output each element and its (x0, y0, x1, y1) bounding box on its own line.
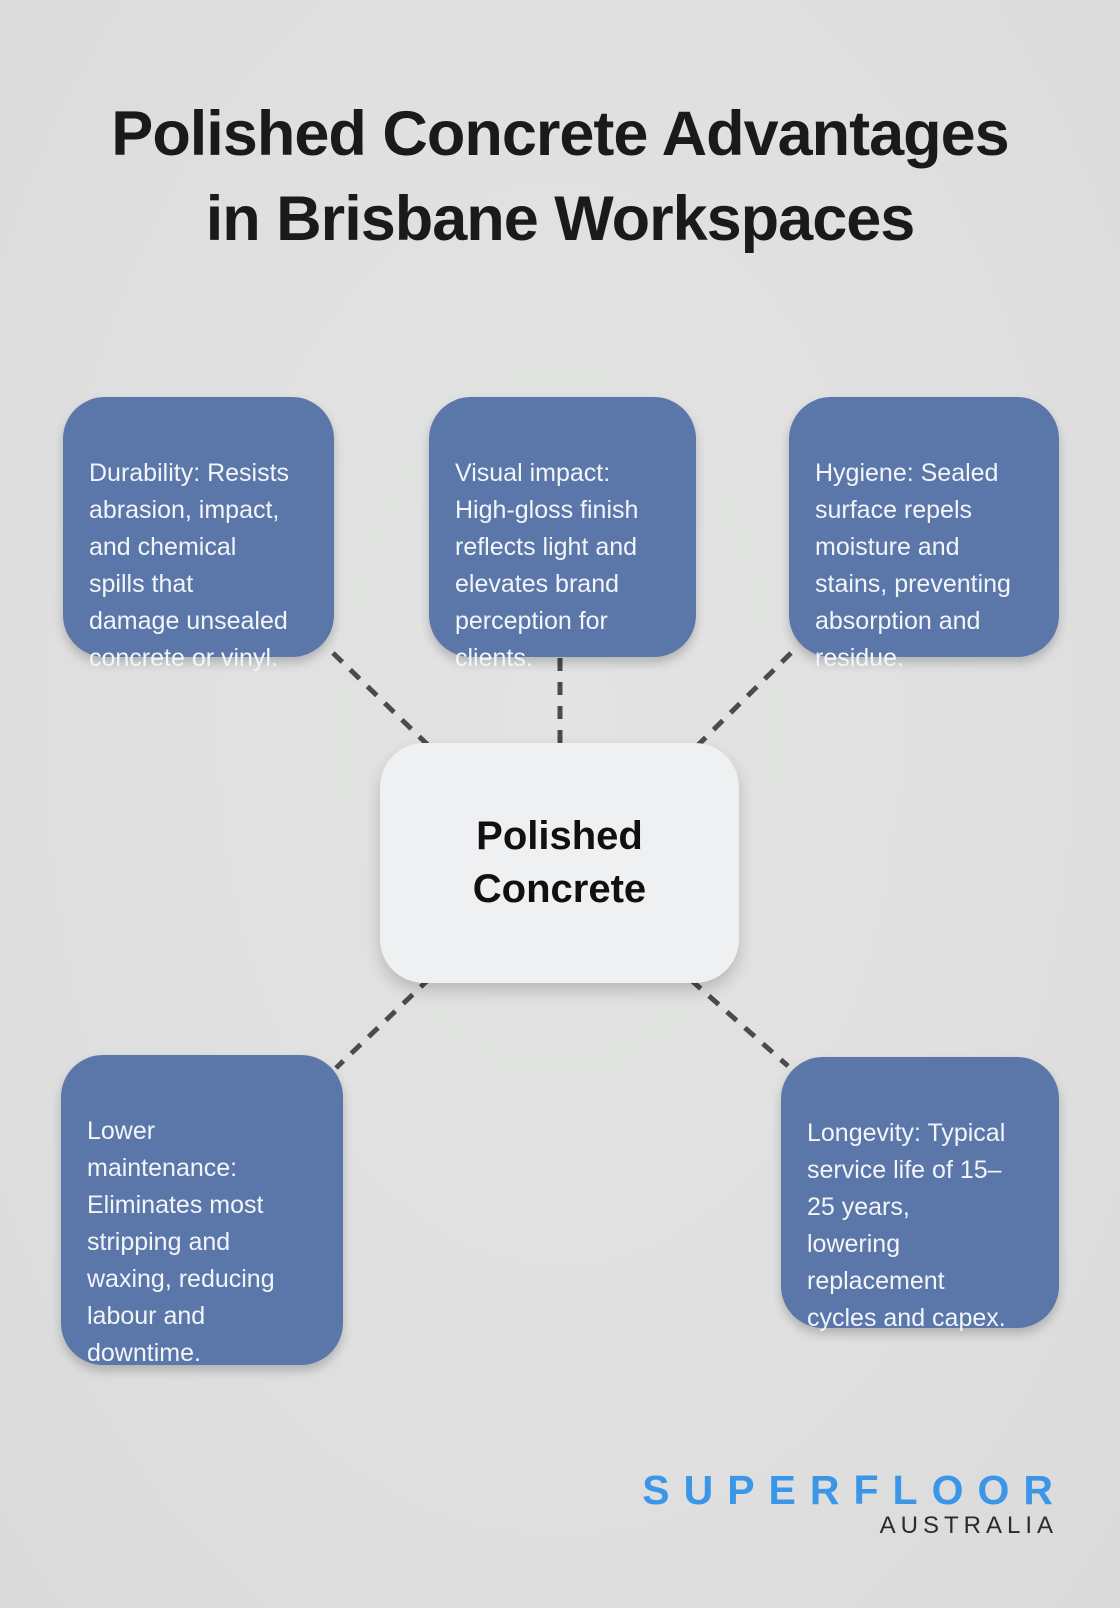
advantage-card-longevity: Longevity: Typical service life of 15– 2… (781, 1057, 1059, 1332)
connector-durability-icon (331, 651, 434, 751)
advantage-text-lower-maintenance: Lower maintenance: Eliminates most strip… (87, 1117, 275, 1367)
advantage-text-hygiene: Hygiene: Sealed surface repels moisture … (815, 459, 1011, 672)
advantage-card-lower-maintenance: Lower maintenance: Eliminates most strip… (61, 1055, 343, 1367)
page-title: Polished Concrete Advantages in Brisbane… (111, 99, 1009, 254)
central-topic-label: Polished Concrete (472, 814, 647, 911)
advantage-text-visual-impact: Visual impact: High-gloss finish reflect… (455, 459, 639, 672)
superfloor-logo: SUPERFLOOR AUSTRALIA (642, 1468, 1053, 1540)
advantage-text-longevity: Longevity: Typical service life of 15– 2… (807, 1119, 1006, 1332)
advantage-card-hygiene: Hygiene: Sealed surface repels moisture … (789, 397, 1059, 672)
connector-longevity-icon (689, 978, 790, 1068)
advantage-card-durability: Durability: Resists abrasion, impact, an… (63, 397, 334, 672)
logo-brand-text: SUPERFLOOR (642, 1467, 1067, 1513)
connector-lower-maintenance-icon (334, 976, 432, 1070)
advantage-card-visual-impact: Visual impact: High-gloss finish reflect… (429, 397, 696, 672)
central-topic-node: Polished Concrete (380, 743, 739, 983)
connector-hygiene-icon (692, 651, 793, 751)
logo-region-text: AUSTRALIA (879, 1512, 1058, 1539)
advantage-text-durability: Durability: Resists abrasion, impact, an… (89, 459, 290, 672)
